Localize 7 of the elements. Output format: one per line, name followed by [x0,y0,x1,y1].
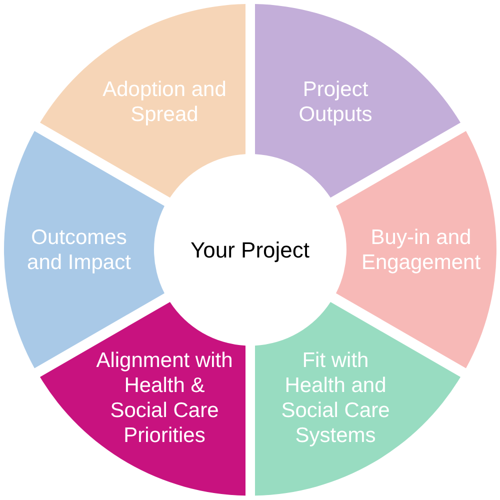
segment-label: Outcomes and Impact [26,224,132,275]
segment-label: Alignment with Health & Social Care Priorities [95,348,234,448]
center-label: Your Project [190,238,310,262]
segment-label: Adoption and Spread [102,76,228,127]
segment-label: Fit with Health and Social Care Systems [280,348,391,448]
segment-label: Project Outputs [298,76,374,127]
segment-label: Buy-in and Engagement [360,224,482,275]
